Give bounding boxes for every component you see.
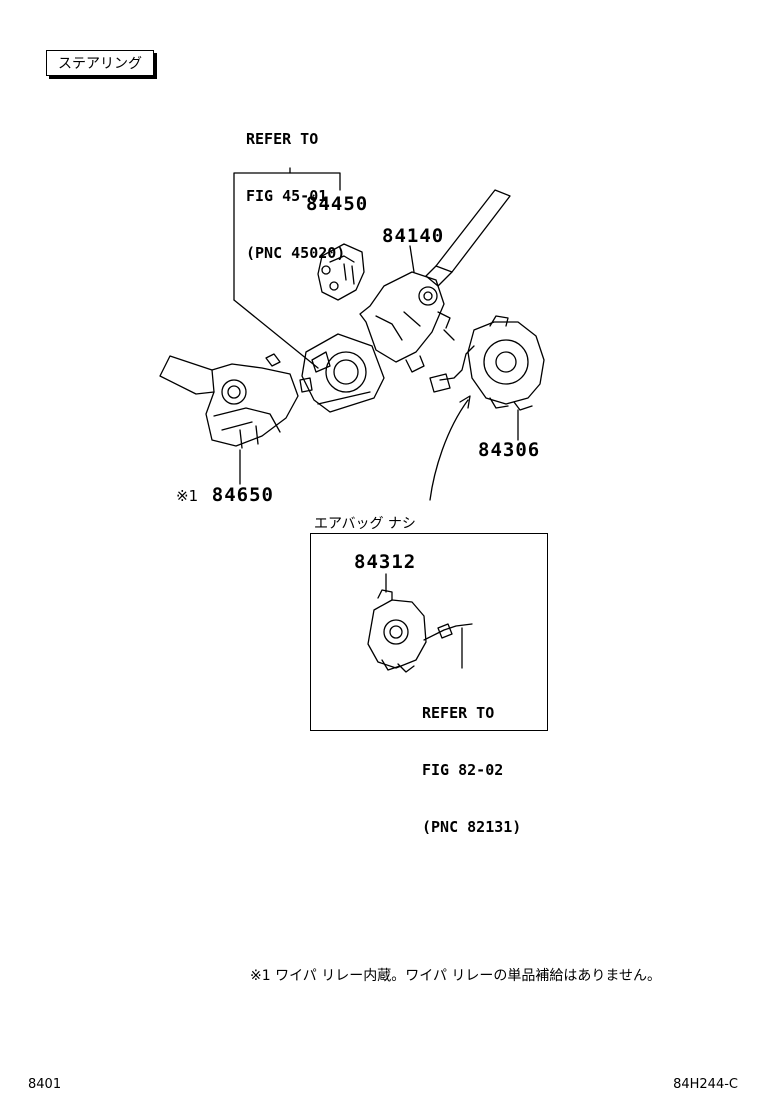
- refer-bottom-line2: FIG 82-02: [422, 761, 504, 779]
- leader-refer-top-body: [233, 299, 319, 369]
- variant-label: エアバッグ ナシ: [314, 516, 416, 532]
- refer-top-line1: REFER TO: [246, 130, 319, 148]
- part-number-84650: 84650: [211, 484, 274, 506]
- part-84450-drawing: [317, 243, 365, 301]
- refer-bottom-line3: (PNC 82131): [422, 818, 522, 836]
- refer-top-line2: FIG 45-01: [246, 187, 328, 205]
- section-title: ステアリング: [58, 56, 142, 72]
- part-84140-drawing: [359, 189, 511, 373]
- refer-bottom-line1: REFER TO: [422, 704, 495, 722]
- part-84650-mark: ※1: [176, 487, 199, 505]
- refer-top-block: REFER TO FIG 45-01 (PNC 45020): [246, 92, 345, 282]
- part-84306-drawing: [429, 315, 545, 501]
- section-title-box: ステアリング: [46, 50, 154, 76]
- leader-refer-top: [233, 172, 341, 301]
- refer-bottom-block: REFER TO FIG 82-02 (PNC 82131): [422, 666, 521, 856]
- variant-frame: [310, 533, 548, 731]
- part-84312-drawing: [367, 573, 473, 673]
- footnote: ※1 ワイパ リレー内蔵。ワイパ リレーの単品補給はありません。: [250, 968, 662, 984]
- part-number-84306: 84306: [478, 439, 541, 461]
- footer-figure-code: 84H244-C: [673, 1077, 738, 1092]
- refer-top-line3: (PNC 45020): [246, 244, 346, 262]
- part-number-84450: 84450: [306, 193, 369, 215]
- part-84650-drawing: [159, 353, 299, 485]
- part-number-84312: 84312: [354, 551, 417, 573]
- part-number-84140: 84140: [382, 225, 445, 247]
- footer-page-code: 8401: [28, 1077, 62, 1092]
- part-84650-label: ※1 84650: [176, 484, 274, 506]
- switch-body-drawing: [299, 333, 385, 413]
